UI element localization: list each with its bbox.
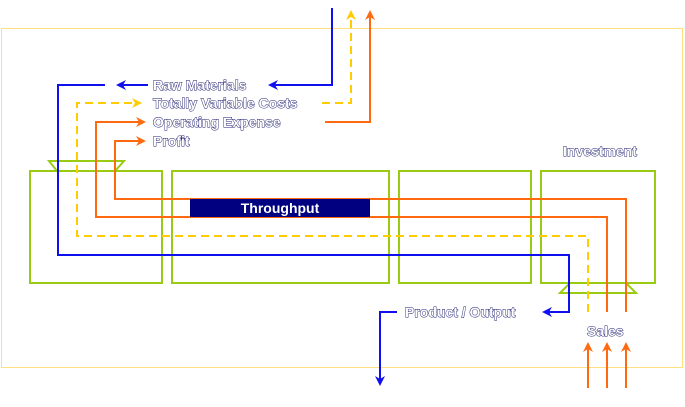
sales-label: Sales <box>587 323 624 339</box>
tvc-label: Totally Variable Costs <box>153 95 298 111</box>
tvc-flow-through <box>76 98 589 312</box>
raw-materials-flow-through <box>57 84 570 317</box>
tvc-flow-out <box>322 10 356 104</box>
output-funnel <box>557 282 639 294</box>
profit-flow-through <box>114 136 627 312</box>
raw-materials-flow-in <box>268 8 333 90</box>
product-output-flow <box>375 311 397 386</box>
investment-label: Investment <box>563 143 637 159</box>
opex-flow-out <box>325 10 375 123</box>
throughput-label: Throughput <box>241 200 320 216</box>
profit-label: Profit <box>153 133 190 149</box>
input-funnel <box>46 160 127 172</box>
outer-frame <box>1 28 683 368</box>
throughput-bar <box>190 199 370 217</box>
stage-box-3 <box>398 170 532 284</box>
stage-box-2 <box>171 170 390 284</box>
opex-label: Operating Expense <box>153 114 281 130</box>
raw-materials-label: Raw Materials <box>153 77 247 93</box>
product-output-label: Product / Output <box>405 304 516 320</box>
stage-box-investment <box>540 170 656 284</box>
opex-flow-through <box>95 117 608 312</box>
